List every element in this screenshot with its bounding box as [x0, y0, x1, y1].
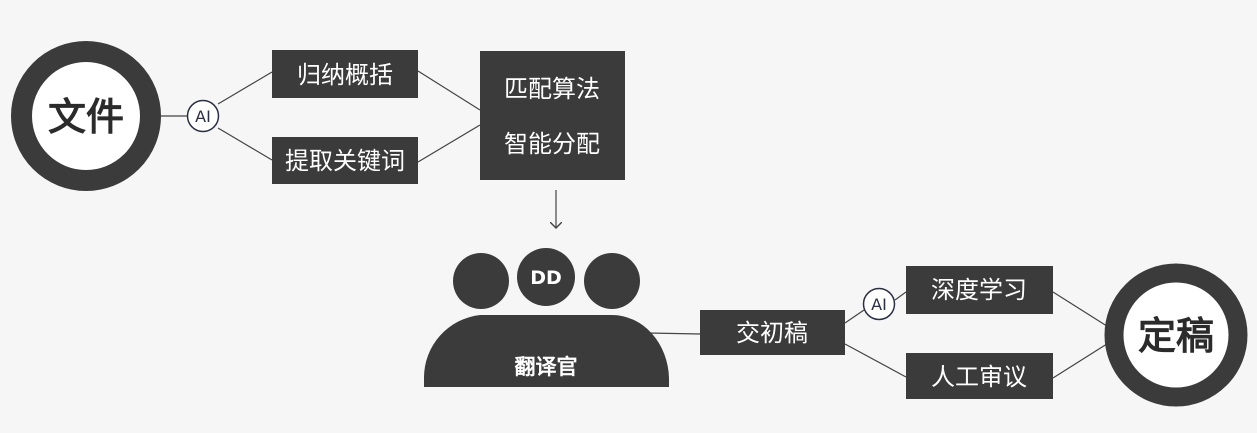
- translator-badge: DD: [530, 267, 562, 289]
- ai-badge-extract: AI: [186, 99, 220, 133]
- connector-ai-keywords: [217, 127, 273, 161]
- step-deep-learning-label: 深度学习: [931, 276, 1027, 304]
- connector-review-final: [1052, 341, 1111, 379]
- step-human-review: 人工审议: [906, 353, 1053, 399]
- person-head-left: [453, 253, 509, 309]
- person-head-right: [584, 253, 640, 309]
- final-label: 定稿: [1138, 314, 1214, 358]
- step-summary-label: 归纳概括: [297, 61, 393, 89]
- source-label: 文件: [48, 95, 124, 139]
- translator-group: DD 翻译官: [423, 248, 669, 387]
- matching-line-1: 匹配算法: [504, 75, 600, 103]
- connector-deeplearning-final: [1052, 291, 1111, 329]
- connector-ai-deeplearning: [894, 291, 907, 301]
- first-draft-box: 交初稿: [700, 310, 845, 355]
- connector-translators-draft: [647, 332, 701, 335]
- matching-line-2: 智能分配: [504, 130, 600, 158]
- translator-label: 翻译官: [515, 354, 578, 379]
- connector-draft-ai: [844, 309, 865, 324]
- ai-badge-label: AI: [195, 107, 211, 126]
- step-summary: 归纳概括: [272, 50, 418, 98]
- step-keywords-label: 提取关键词: [285, 147, 405, 175]
- ai-badge-review: AI: [862, 287, 896, 321]
- connector-draft-review: [844, 343, 907, 378]
- ai-badge-label: AI: [871, 295, 887, 314]
- group-body: [423, 315, 669, 387]
- person-head-center: [517, 248, 575, 306]
- connectors: [160, 70, 1111, 379]
- connector-ai-summary: [217, 71, 273, 105]
- step-keywords: 提取关键词: [272, 137, 418, 184]
- final-node: 定稿: [1104, 263, 1248, 407]
- connector-summary-matching: [417, 70, 481, 111]
- step-human-review-label: 人工审议: [931, 363, 1027, 391]
- source-node: 文件: [11, 41, 161, 191]
- step-deep-learning: 深度学习: [906, 266, 1053, 314]
- matching-box: 匹配算法 智能分配: [480, 51, 625, 180]
- connector-keywords-matching: [417, 124, 481, 163]
- first-draft-label: 交初稿: [736, 319, 808, 347]
